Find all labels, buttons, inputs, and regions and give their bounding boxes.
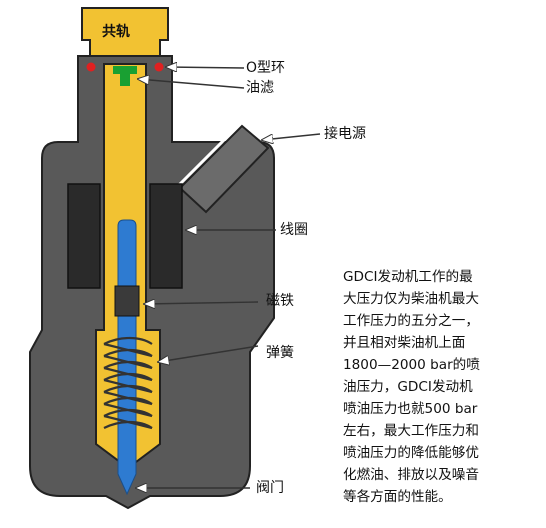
oring-label: O型环 — [246, 60, 286, 76]
coil-right — [149, 183, 183, 289]
spring-label: 弹簧 — [266, 345, 294, 361]
coil-label: 线圈 — [280, 222, 308, 238]
arrow-power — [262, 133, 321, 140]
description-line: 工作压力的五分之一， — [343, 313, 479, 329]
power-wire — [176, 122, 242, 188]
spring-front — [103, 342, 153, 430]
oring-left — [86, 62, 96, 72]
arrow-spring — [158, 345, 259, 362]
oring-right — [154, 62, 164, 72]
power-label: 接电源 — [324, 126, 366, 142]
description-line: 大压力仅为柴油机最大 — [343, 291, 479, 307]
filter — [113, 66, 137, 86]
magnet — [114, 285, 140, 317]
rail-label: 共轨 — [102, 24, 130, 40]
description-line: 左右，最大工作压力和 — [343, 423, 479, 439]
arrow-filter — [138, 79, 245, 89]
coil-left — [67, 183, 101, 289]
description-line: 1800—2000 bar的喷 — [343, 357, 480, 373]
description-text: GDCI发动机工作的最 大压力仅为柴油机最大 工作压力的五分之一， 并且相对柴油… — [343, 266, 543, 508]
description-line: 油压力，GDCI发动机 — [343, 379, 473, 395]
arrow-oring — [166, 67, 245, 68]
description-line: 并且相对柴油机上面 — [343, 335, 466, 351]
description-line: GDCI发动机工作的最 — [343, 269, 473, 285]
description-line: 喷油压力的降低能够优 — [343, 445, 479, 461]
arrow-magnet — [144, 302, 259, 304]
power-connector — [178, 124, 270, 214]
description-line: 化燃油、排放以及噪音 — [343, 467, 479, 483]
valve-label: 阀门 — [256, 480, 284, 496]
description-line: 等各方面的性能。 — [343, 489, 452, 505]
description-line: 喷油压力也就500 bar — [343, 401, 478, 417]
magnet-label: 磁铁 — [266, 293, 294, 309]
callout-arrows — [136, 67, 321, 488]
filter-label: 油滤 — [246, 80, 274, 96]
